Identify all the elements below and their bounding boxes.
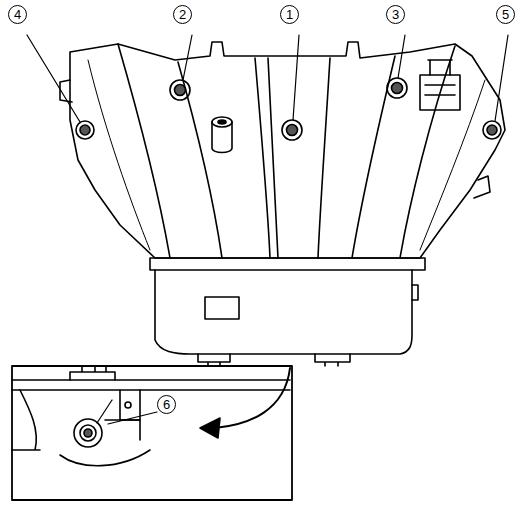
callout-number: 2 (173, 5, 192, 24)
callout-number: 4 (8, 5, 27, 24)
callout-number: 6 (157, 395, 176, 414)
callout-number: 5 (496, 5, 515, 24)
callout-number: 1 (280, 5, 299, 24)
callout-number: 3 (386, 5, 405, 24)
